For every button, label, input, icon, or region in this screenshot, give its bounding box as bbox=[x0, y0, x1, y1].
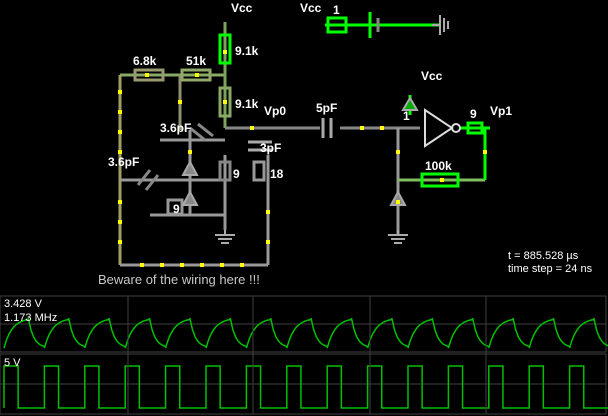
scope-1-voltage: 3.428 V bbox=[4, 298, 42, 310]
warning-note: Beware of the wiring here !!! bbox=[98, 272, 260, 287]
label-r-9-1k-top: 9.1k bbox=[235, 44, 259, 58]
resistor-9-out[interactable] bbox=[466, 121, 484, 135]
resistor-9[interactable] bbox=[218, 160, 232, 182]
ground-icon bbox=[432, 15, 449, 35]
voltage-source-1[interactable] bbox=[326, 16, 348, 34]
battery-icon bbox=[368, 12, 380, 38]
label-node-vp1: Vp1 bbox=[490, 104, 512, 118]
diode-2[interactable] bbox=[181, 189, 199, 206]
label-inv-out: 9 bbox=[470, 107, 477, 121]
label-r-9b: 9 bbox=[173, 202, 180, 216]
resistor-9b[interactable] bbox=[166, 198, 184, 216]
sim-time: t = 885.528 µs bbox=[508, 250, 579, 262]
resistor-18[interactable] bbox=[252, 160, 266, 182]
resistor-51k[interactable] bbox=[180, 68, 212, 82]
capacitor-3-6pf-b[interactable] bbox=[136, 169, 152, 186]
resistor-100k[interactable] bbox=[420, 172, 460, 188]
label-source-value: 1 bbox=[333, 3, 340, 17]
diode-vcc[interactable] bbox=[401, 96, 419, 111]
label-node-vp0: Vp0 bbox=[264, 104, 286, 118]
sim-timestep: time step = 24 ns bbox=[508, 263, 593, 275]
label-vcc-source: Vcc bbox=[300, 1, 322, 15]
label-inv-in: 1 bbox=[403, 109, 410, 123]
diode-3[interactable] bbox=[389, 189, 407, 206]
label-vcc-top: Vcc bbox=[231, 1, 253, 15]
label-c-3pf: 3pF bbox=[260, 141, 281, 155]
ground-icon bbox=[388, 230, 408, 244]
label-c-3-6pf-b: 3.6pF bbox=[108, 155, 139, 169]
inverter[interactable] bbox=[424, 108, 461, 148]
scope-1-frequency: 1.173 MHz bbox=[4, 312, 58, 324]
label-r-9: 9 bbox=[233, 167, 240, 181]
label-c-3-6pf-a: 3.6pF bbox=[160, 121, 191, 135]
label-r-100k: 100k bbox=[425, 159, 452, 173]
label-c-5pf: 5pF bbox=[316, 101, 337, 115]
ground-icon bbox=[215, 230, 235, 244]
capacitor-3-6pf-a[interactable] bbox=[189, 126, 206, 142]
scope-2-voltage: 5 V bbox=[4, 357, 21, 369]
resistor-9-1k-bottom[interactable] bbox=[218, 86, 232, 118]
label-r-51k: 51k bbox=[186, 54, 206, 68]
resistor-6-8k[interactable] bbox=[133, 68, 165, 82]
label-r-9-1k-bottom: 9.1k bbox=[235, 97, 259, 111]
label-r-18: 18 bbox=[270, 167, 284, 181]
diode-1[interactable] bbox=[181, 159, 199, 176]
label-vcc-right: Vcc bbox=[421, 69, 443, 83]
resistor-9-1k-top[interactable] bbox=[218, 33, 232, 65]
label-r-6-8k: 6.8k bbox=[133, 54, 157, 68]
